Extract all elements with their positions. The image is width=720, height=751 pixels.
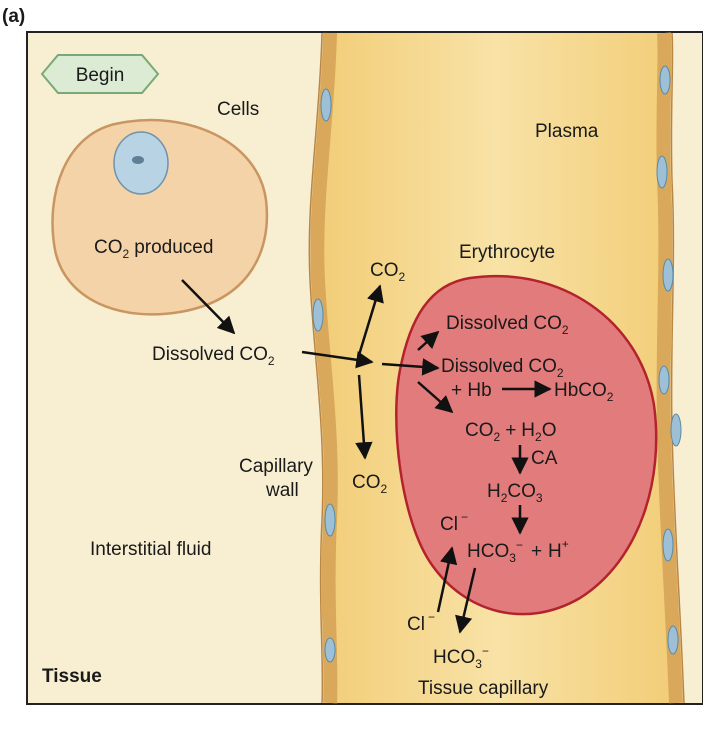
begin-badge[interactable]: [40, 54, 160, 94]
bicarbonate-outside: HCO3−: [433, 644, 489, 671]
nucleolus: [132, 156, 144, 164]
interstitial-fluid-label: Interstitial fluid: [90, 539, 211, 560]
tissue-cell: [51, 118, 269, 316]
cells-label: Cells: [217, 99, 259, 120]
panel-label: (a): [2, 6, 25, 27]
co2-plasma-bottom: CO2: [352, 472, 388, 496]
co2-plasma-top: CO2: [370, 260, 406, 284]
plus-hb: + Hb: [451, 380, 492, 401]
begin-label: Begin: [76, 65, 125, 86]
capillary-wall-label-2: wall: [265, 480, 299, 501]
capillary-wall-label-1: Capillary: [239, 456, 313, 477]
plasma-label: Plasma: [535, 121, 599, 142]
tissue-label: Tissue: [42, 666, 102, 687]
erythrocyte-label: Erythrocyte: [459, 242, 555, 263]
bicarbonate-plus-h: HCO3−+H+: [467, 537, 569, 565]
erythrocyte: [395, 274, 658, 616]
chloride-outside: Cl−: [407, 610, 435, 635]
capillary-wall-left-edge: [308, 32, 324, 704]
capillary-wall-left: [310, 32, 338, 704]
carbonic-anhydrase: CA: [531, 448, 558, 469]
hbco2: HbCO2: [554, 380, 614, 404]
interstitial-right-strip: [679, 33, 702, 703]
co2-plus-h2o: CO2+H2O: [465, 420, 557, 444]
reaction-arrows: [181, 279, 552, 634]
endothelial-nuclei: [312, 65, 682, 663]
chloride-inside: Cl−: [440, 510, 468, 535]
capillary-wall-right-edge: [670, 32, 685, 704]
tissue-capillary-label: Tissue capillary: [418, 678, 549, 699]
h2co3: H2CO3: [487, 481, 543, 505]
capillary-wall-right: [656, 32, 683, 704]
